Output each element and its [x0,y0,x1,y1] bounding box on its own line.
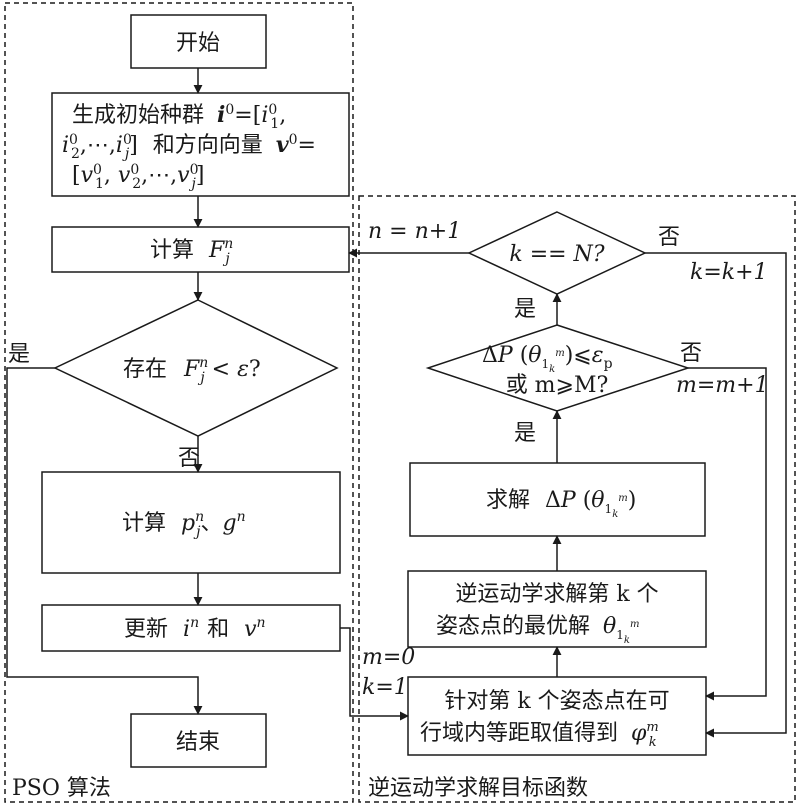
arrow-convergence-no-sampling [688,367,767,701]
edge-label-no-exists: 否 [178,446,200,471]
edge-label-k-init: k=1 [362,675,408,700]
inverse-group-label: 逆运动学求解目标函数 [368,776,588,801]
solve-dp-line: 求解 ΔP (θ1km) [486,488,636,520]
arrow-update-sampling [340,627,409,721]
compute-F-label: 计算 [150,238,194,263]
inverse-solve-line2: 姿态点的最优解 θ1km [436,614,639,646]
edge-label-m-update: m=m+1 [676,373,769,398]
edge-label-k-update: k=k+1 [690,260,768,285]
compute-pg-label: 计算 [122,511,166,536]
sampling-node [407,676,707,756]
end-label: 结束 [176,730,220,755]
edge-label-m-init: m=0 [362,645,415,670]
exists-decision-label: 存在 [123,357,167,382]
pso-group-frame [4,2,354,803]
start-node [130,14,267,69]
update-label: 更新 [124,617,168,642]
init-population-label: 生成初始种群 [72,103,204,128]
solve-dp-node [409,462,706,537]
direction-vector-label: 和方向向量 [153,133,263,158]
update-node [41,604,341,652]
convergence-line1: ΔP (θ1km)⩽εp [482,343,613,375]
compute-F-node [51,226,350,273]
edge-label-yes-left: 是 [8,342,30,367]
edge-label-no-cond: 否 [680,341,702,366]
edge-label-n-update: n = n+1 [368,219,461,244]
end-node [130,713,267,768]
update-and-label: 和 [207,617,229,642]
convergence-line2: 或 m⩾M? [506,373,609,398]
sampling-label-2: 行域内等距取值得到 [420,721,618,746]
inverse-solve-label-1: 逆运动学求解第 k 个 [455,582,658,607]
start-label: 开始 [176,31,220,56]
pso-group-label: PSO 算法 [12,776,111,801]
edge-label-yes-k: 是 [514,297,536,322]
sampling-label-1: 针对第 k 个姿态点在可 [444,689,669,714]
arrow-exists-yes-end [6,367,203,715]
solve-dp-label: 求解 [486,488,530,513]
edge-label-no-k: 否 [658,225,680,250]
arrow-kcheck-no-sampling [645,252,787,738]
inverse-group-frame [358,195,796,803]
k-equals-N-label: k == N? [509,242,604,267]
compute-pg-node [41,471,341,574]
inverse-solve-label-2: 姿态点的最优解 [436,614,590,639]
inverse-solve-node [407,570,707,648]
edge-label-yes-cond: 是 [514,421,536,446]
convergence-decision [425,324,691,412]
